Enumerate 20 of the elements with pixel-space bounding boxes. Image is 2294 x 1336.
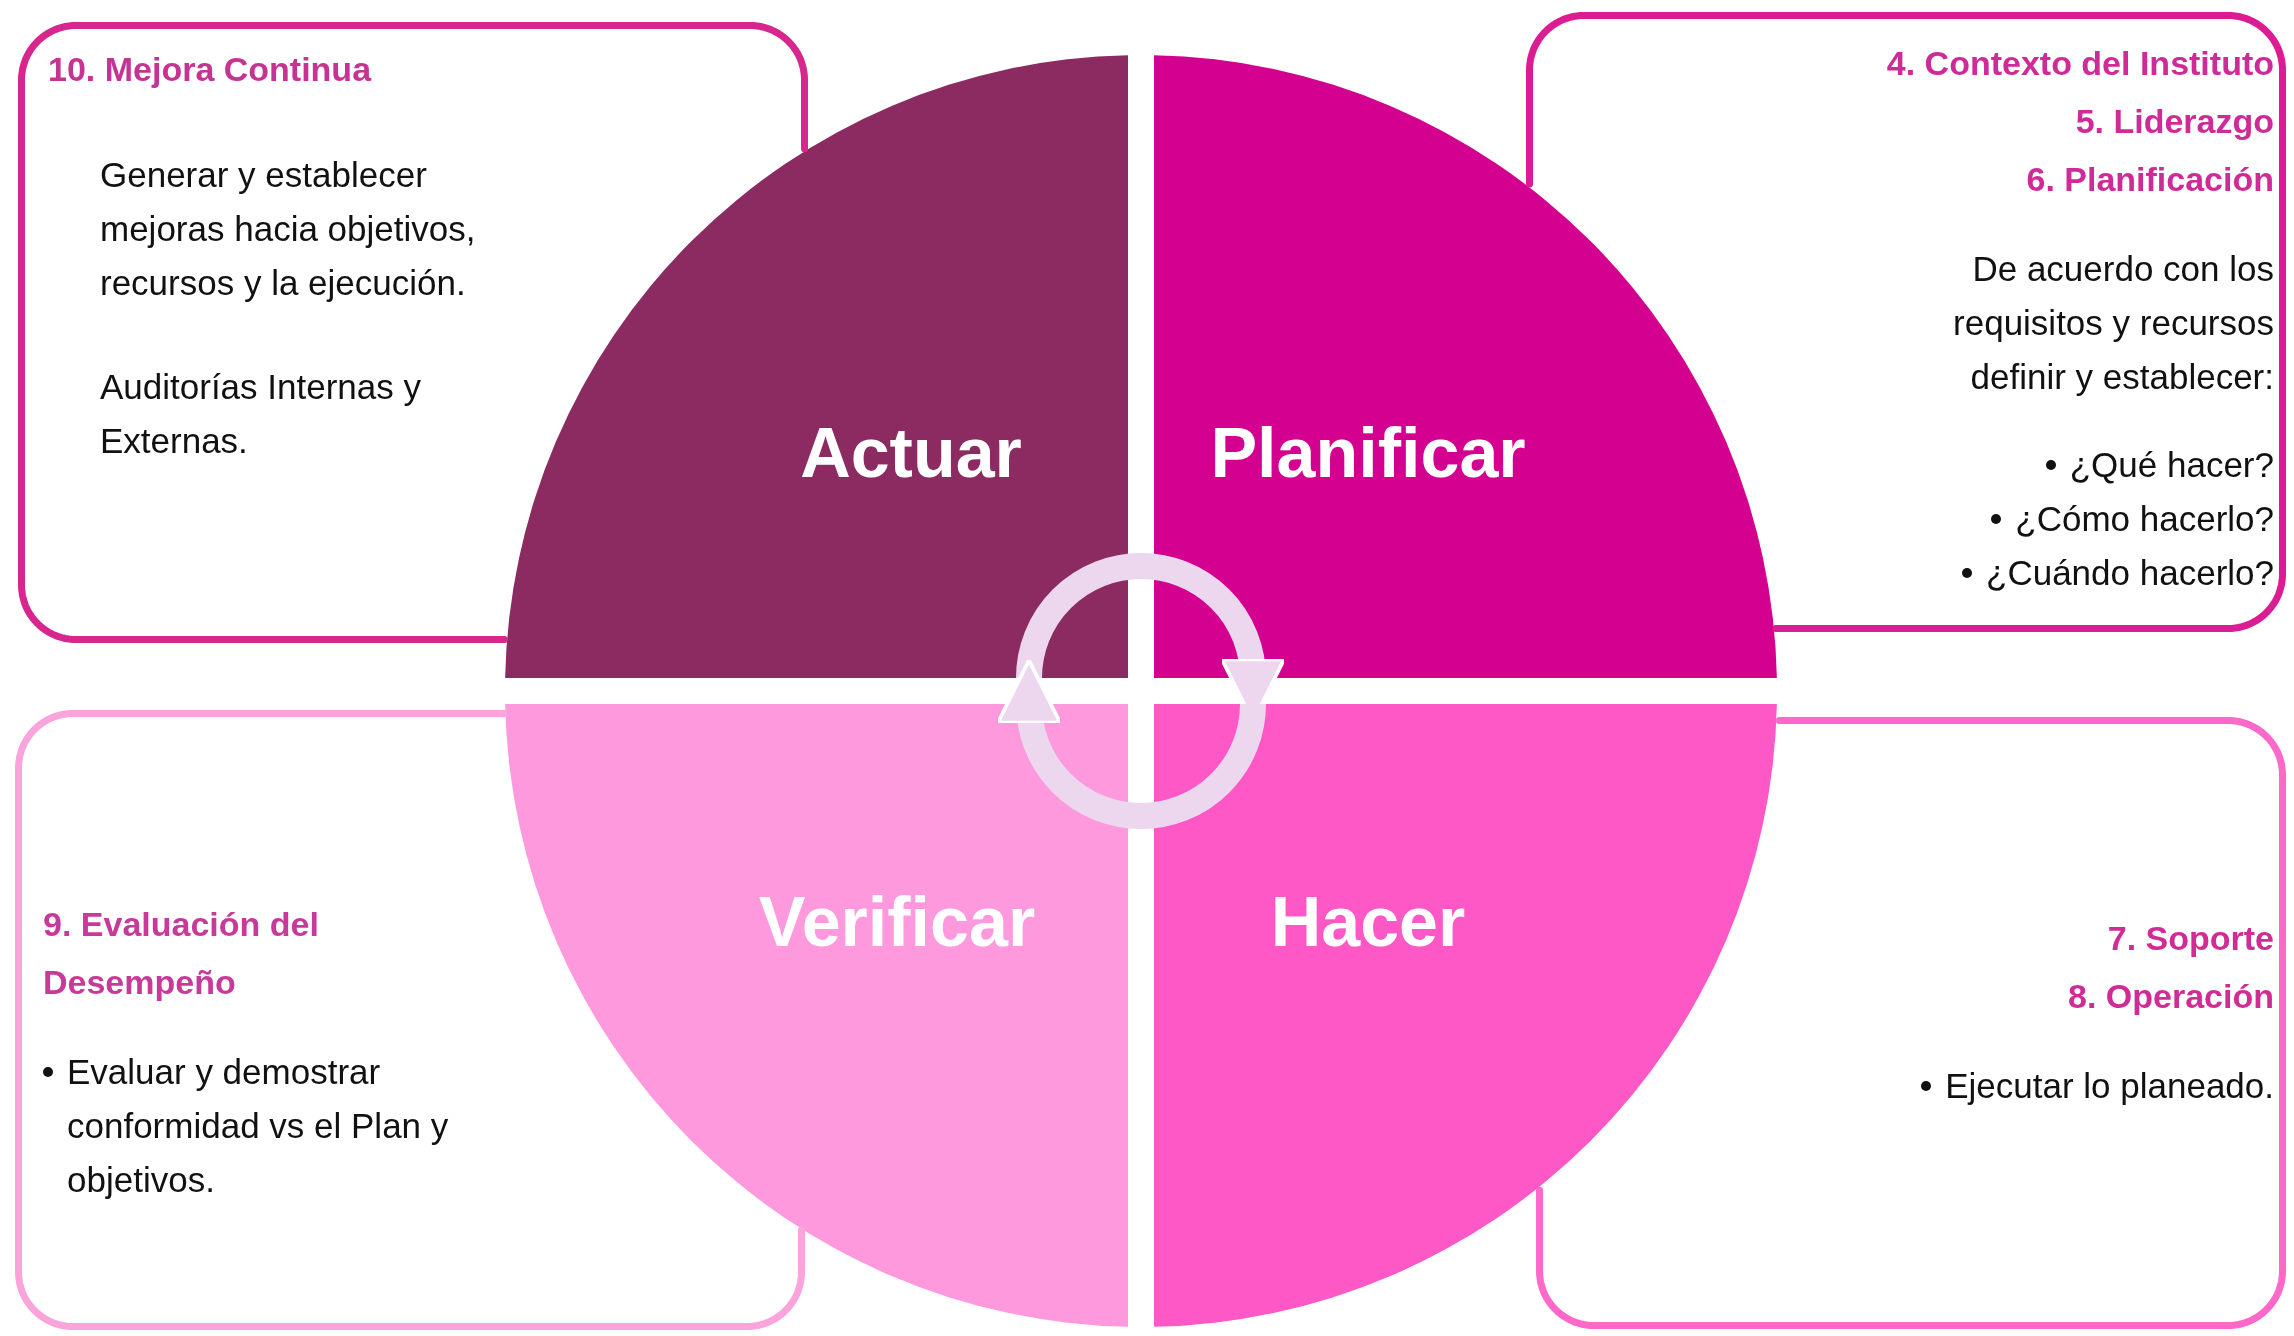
bullet-text: ¿Qué hacer? <box>2069 444 2274 486</box>
bullet-text: ¿Cómo hacerlo? <box>2015 498 2274 540</box>
section-heading: 4. Contexto del Instituto <box>1886 44 2274 82</box>
bullet-text: ¿Cuándo hacerlo? <box>1986 552 2274 594</box>
section-heading: 5. Liderazgo <box>2075 102 2274 140</box>
section-heading: 6. Planificación <box>2026 160 2274 198</box>
phase-label: Planificar <box>1210 413 1526 492</box>
body-text: Generar y establecer mejoras hacia objetivos, recursos y la ejecución. <box>100 154 477 304</box>
section-heading: 7. Soporte <box>2107 919 2274 957</box>
section-heading: 10. Mejora Continua <box>48 50 372 88</box>
body-text: Auditorías Internas y Externas. <box>100 366 422 462</box>
phase-label: Hacer <box>1270 882 1466 961</box>
bullet-text: Ejecutar lo planeado. <box>1945 1065 2274 1107</box>
body-text: De acuerdo con los requisitos y recursos definir y establecer: <box>1952 248 2274 398</box>
cycle-arrow <box>997 658 1266 829</box>
bullet-text: Evaluar y demostrar conformidad vs el Plan y objetivos. <box>67 1051 450 1201</box>
section-heading: 9. Evaluación del Desempeño <box>43 905 319 1001</box>
section-heading: 8. Operación <box>2068 977 2274 1015</box>
phase-label: Actuar <box>800 413 1022 492</box>
phase-label: Verificar <box>758 882 1036 961</box>
